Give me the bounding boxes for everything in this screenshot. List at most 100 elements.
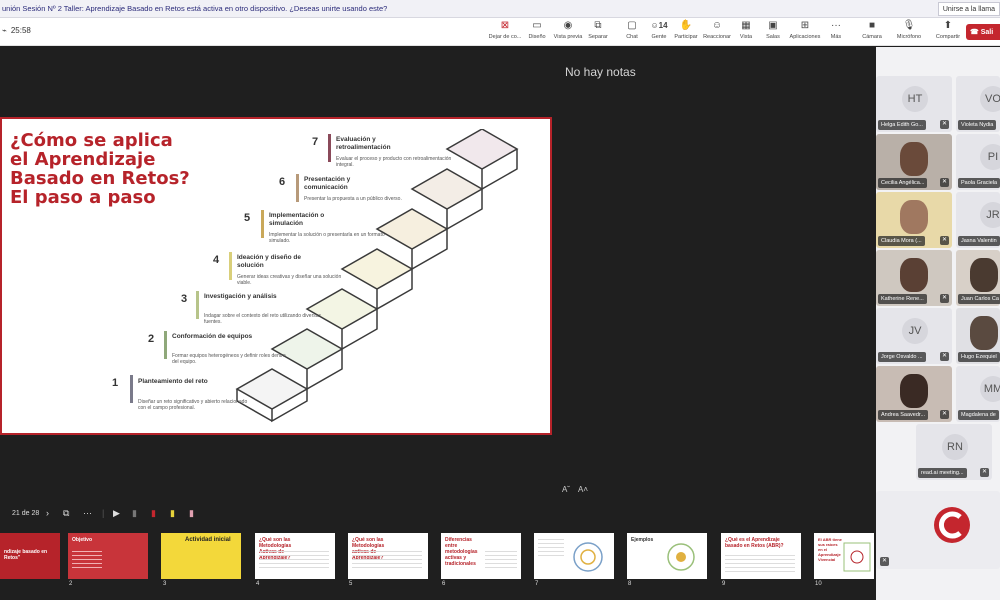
thumbnail-text-lines [538,539,564,559]
stair-riser-6 [446,189,483,230]
step-5-number: 5 [244,212,251,224]
more-button[interactable]: ··· Más [830,20,842,40]
current-slide: ¿Cómo se aplica el Aprendizaje Basado en… [0,117,552,435]
chat-button[interactable]: ▢ Chat [626,20,638,40]
step-4-bar [229,252,232,280]
layout-button[interactable]: ▭ Diseño [528,20,546,40]
participant-tile[interactable]: Hugo Ezequiel [956,308,1000,364]
camera-button[interactable]: ■ Cámara [862,20,882,40]
slide-title: ¿Cómo se aplica el Aprendizaje Basado en… [10,130,190,208]
stair-step-7 [445,129,519,170]
participant-tile[interactable]: RN read.ai meeting... ✕ [916,424,992,480]
react-icon: ☺ [711,20,723,31]
preview-icon: ◉ [563,20,573,31]
speaker-notes-empty: No hay notas [565,65,636,79]
slide-thumbnail-4[interactable]: ¿Qué son las Metodologías Activas de Apr… [255,533,335,579]
thumbnail-number: 3 [163,581,167,587]
participant-name: read.ai meeting... [918,468,967,478]
participant-avatar: JV [902,318,928,344]
participant-tile[interactable]: PI Paola Graciela [956,134,1000,190]
step-6-title: Presentación y comunicación [304,176,351,191]
red-pen-tool-icon[interactable]: ▮ [151,507,156,518]
slide-thumbnail-8[interactable]: Ejemplos [627,533,707,579]
step-5-bar [261,210,264,238]
thumbnail-text-lines [485,551,517,571]
slide-thumbnail-9[interactable]: ¿Qué es el Aprendizaje basado en Retos (… [721,533,801,579]
participant-tile[interactable]: JR Jasna Valentin [956,192,1000,248]
thumbnail-number: 7 [535,581,539,587]
participant-tile[interactable]: JV Jorge Osvaldo ... ✕ [876,308,952,364]
preview-button[interactable]: ◉ Vista previa [553,20,583,40]
react-button[interactable]: ☺ Reaccionar [703,20,731,40]
thumbnail-number: 4 [256,581,260,587]
participant-name: Juan Carlos Ca [958,294,1000,304]
participant-name: Violeta Nydia [958,120,997,130]
meeting-timer: ⌁ 25:58 [2,26,31,35]
notification-text: unión Sesión Nº 2 Taller: Aprendizaje Ba… [2,4,388,13]
microphone-button[interactable]: 🎙 Micrófono [896,20,922,40]
participant-video [900,258,928,292]
slide-navigation: 21 de 28 › ⧉ ··· | ▶ ▮ ▮ ▮ ▮ [0,503,875,523]
people-icon: ☺14 [650,21,668,30]
thumbnail-text-lines [725,555,795,575]
join-call-button[interactable]: Unirse a la llama [937,2,1000,16]
share-button[interactable]: ⬆ Compartir [935,20,961,40]
more-icon: ··· [831,20,841,31]
participant-tile[interactable]: Juan Carlos Ca [956,250,1000,306]
camera-icon: ■ [868,20,876,31]
thumbnail-text-lines [352,551,422,571]
raise-hand-button[interactable]: ✋ Participar [674,20,698,40]
staircase-illustration [235,129,519,423]
step-6-desc: Presentar la propuesta a un público dive… [304,196,402,202]
participant-tile[interactable]: VO Violeta Nydia [956,76,1000,132]
participant-video [970,316,998,350]
slide-thumbnail-3[interactable]: Actividad inicial [161,533,241,579]
toolbar-divider: | [102,508,105,518]
slide-thumbnail-5[interactable]: ¿Qué son las Metodologías activas de Apr… [348,533,428,579]
participant-name: Magdalena de [958,410,999,420]
detach-button[interactable]: ⧉ Separar [588,20,608,40]
highlighter-tool-icon[interactable]: ▮ [170,507,175,518]
self-view-tile[interactable]: ✕ [876,491,1000,569]
step-1-bar [130,375,133,403]
mic-muted-icon: ✕ [940,294,949,303]
apps-button[interactable]: ⊞ Aplicaciones [789,20,821,40]
slide-thumbnail-6[interactable]: Diferencias entre metodologías activas y… [441,533,521,579]
apps-icon: ⊞ [800,20,810,31]
step-1-desc: Diseñar un reto significativo y abierto … [138,399,248,411]
participant-tile[interactable]: HT Helga Edith Go... ✕ [876,76,952,132]
participant-tile[interactable]: Claudia Mora (... ✕ [876,192,952,248]
pen-tool-icon[interactable]: ▮ [132,507,137,518]
increase-font-button[interactable]: A˄ [578,485,589,494]
participant-tile[interactable]: Cecilia Angélica... ✕ [876,134,952,190]
participant-tile[interactable]: MM Magdalena de [956,366,1000,422]
more-options-icon[interactable]: ··· [83,508,92,518]
people-count: 14 [658,21,668,30]
mic-muted-icon: ✕ [940,178,949,187]
pointer-tool-icon[interactable]: ▶ [113,507,120,518]
decrease-font-button[interactable]: A˘ [562,485,570,494]
slide-thumbnail-7[interactable] [534,533,614,579]
view-button[interactable]: ▦ Vista [739,20,753,40]
step-7-desc: Evaluar el proceso y producto con retroa… [336,156,452,168]
step-2-number: 2 [148,333,155,345]
grid-view-icon[interactable]: ⧉ [63,507,70,518]
stop-sharing-button[interactable]: ⊠ Dejar de co... [488,20,522,40]
rooms-button[interactable]: ▣ Salas [766,20,780,40]
slide-thumbnail-10[interactable]: El ABR tiene sus raíces en el Aprendizaj… [814,533,874,579]
participant-name: Helga Edith Go... [878,120,926,130]
mic-muted-icon: ✕ [940,236,949,245]
slide-thumbnail-1[interactable]: ndizaje basado en Retos" [0,533,60,579]
slide-thumbnail-2[interactable]: Objetivo [68,533,148,579]
step-5-title: Implementación o simulación [269,212,325,227]
people-button[interactable]: ☺14 Gente [639,20,679,46]
next-slide-icon[interactable]: › [46,508,49,518]
thumbnail-diagram [573,542,603,572]
participant-tile[interactable]: Andrea Saavedr... ✕ [876,366,952,422]
participant-avatar: PI [980,144,1000,170]
leave-button[interactable]: ☎ Sali [966,24,1000,40]
participant-tile[interactable]: Katherine Rene... ✕ [876,250,952,306]
participant-name: Hugo Ezequiel [958,352,1000,362]
eraser-tool-icon[interactable]: ▮ [189,507,194,518]
thumbnail-number: 10 [815,581,822,587]
